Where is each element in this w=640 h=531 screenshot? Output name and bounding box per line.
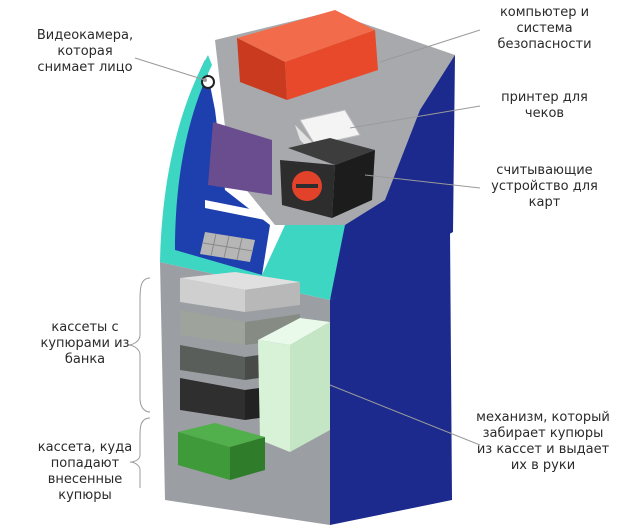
card-reader	[280, 138, 375, 218]
label-mechanism: механизм, который забирает купюры из кас…	[476, 410, 610, 473]
atm-front-slot	[205, 200, 265, 220]
cassette-1	[180, 272, 300, 290]
label-bank-cassettes: кассеты с купюрами из банка	[40, 320, 130, 367]
label-computer: компьютер и система безопасности	[497, 5, 592, 52]
atm-lower-side-panel	[330, 230, 452, 525]
leader-lines	[127, 29, 481, 488]
atm-keypad-grid	[202, 233, 254, 261]
camera-lens	[201, 75, 215, 89]
cassette-4	[180, 378, 245, 420]
atm-teal-panel	[160, 55, 345, 300]
deposit-cassette	[178, 423, 265, 480]
label-printer: принтер для чеков	[501, 90, 588, 121]
dispense-mechanism	[258, 318, 330, 452]
atm-screen	[208, 122, 272, 195]
cassette-3	[180, 345, 245, 380]
label-card-reader: считывающие устройство для карт	[491, 163, 598, 210]
label-deposit-cassette: кассета, куда попадают внесенные купюры	[37, 440, 133, 503]
atm-illustration	[160, 10, 455, 525]
label-camera: Видеокамера, которая снимает лицо	[36, 28, 134, 75]
cassette-2	[180, 310, 245, 345]
computer-block	[237, 10, 378, 100]
